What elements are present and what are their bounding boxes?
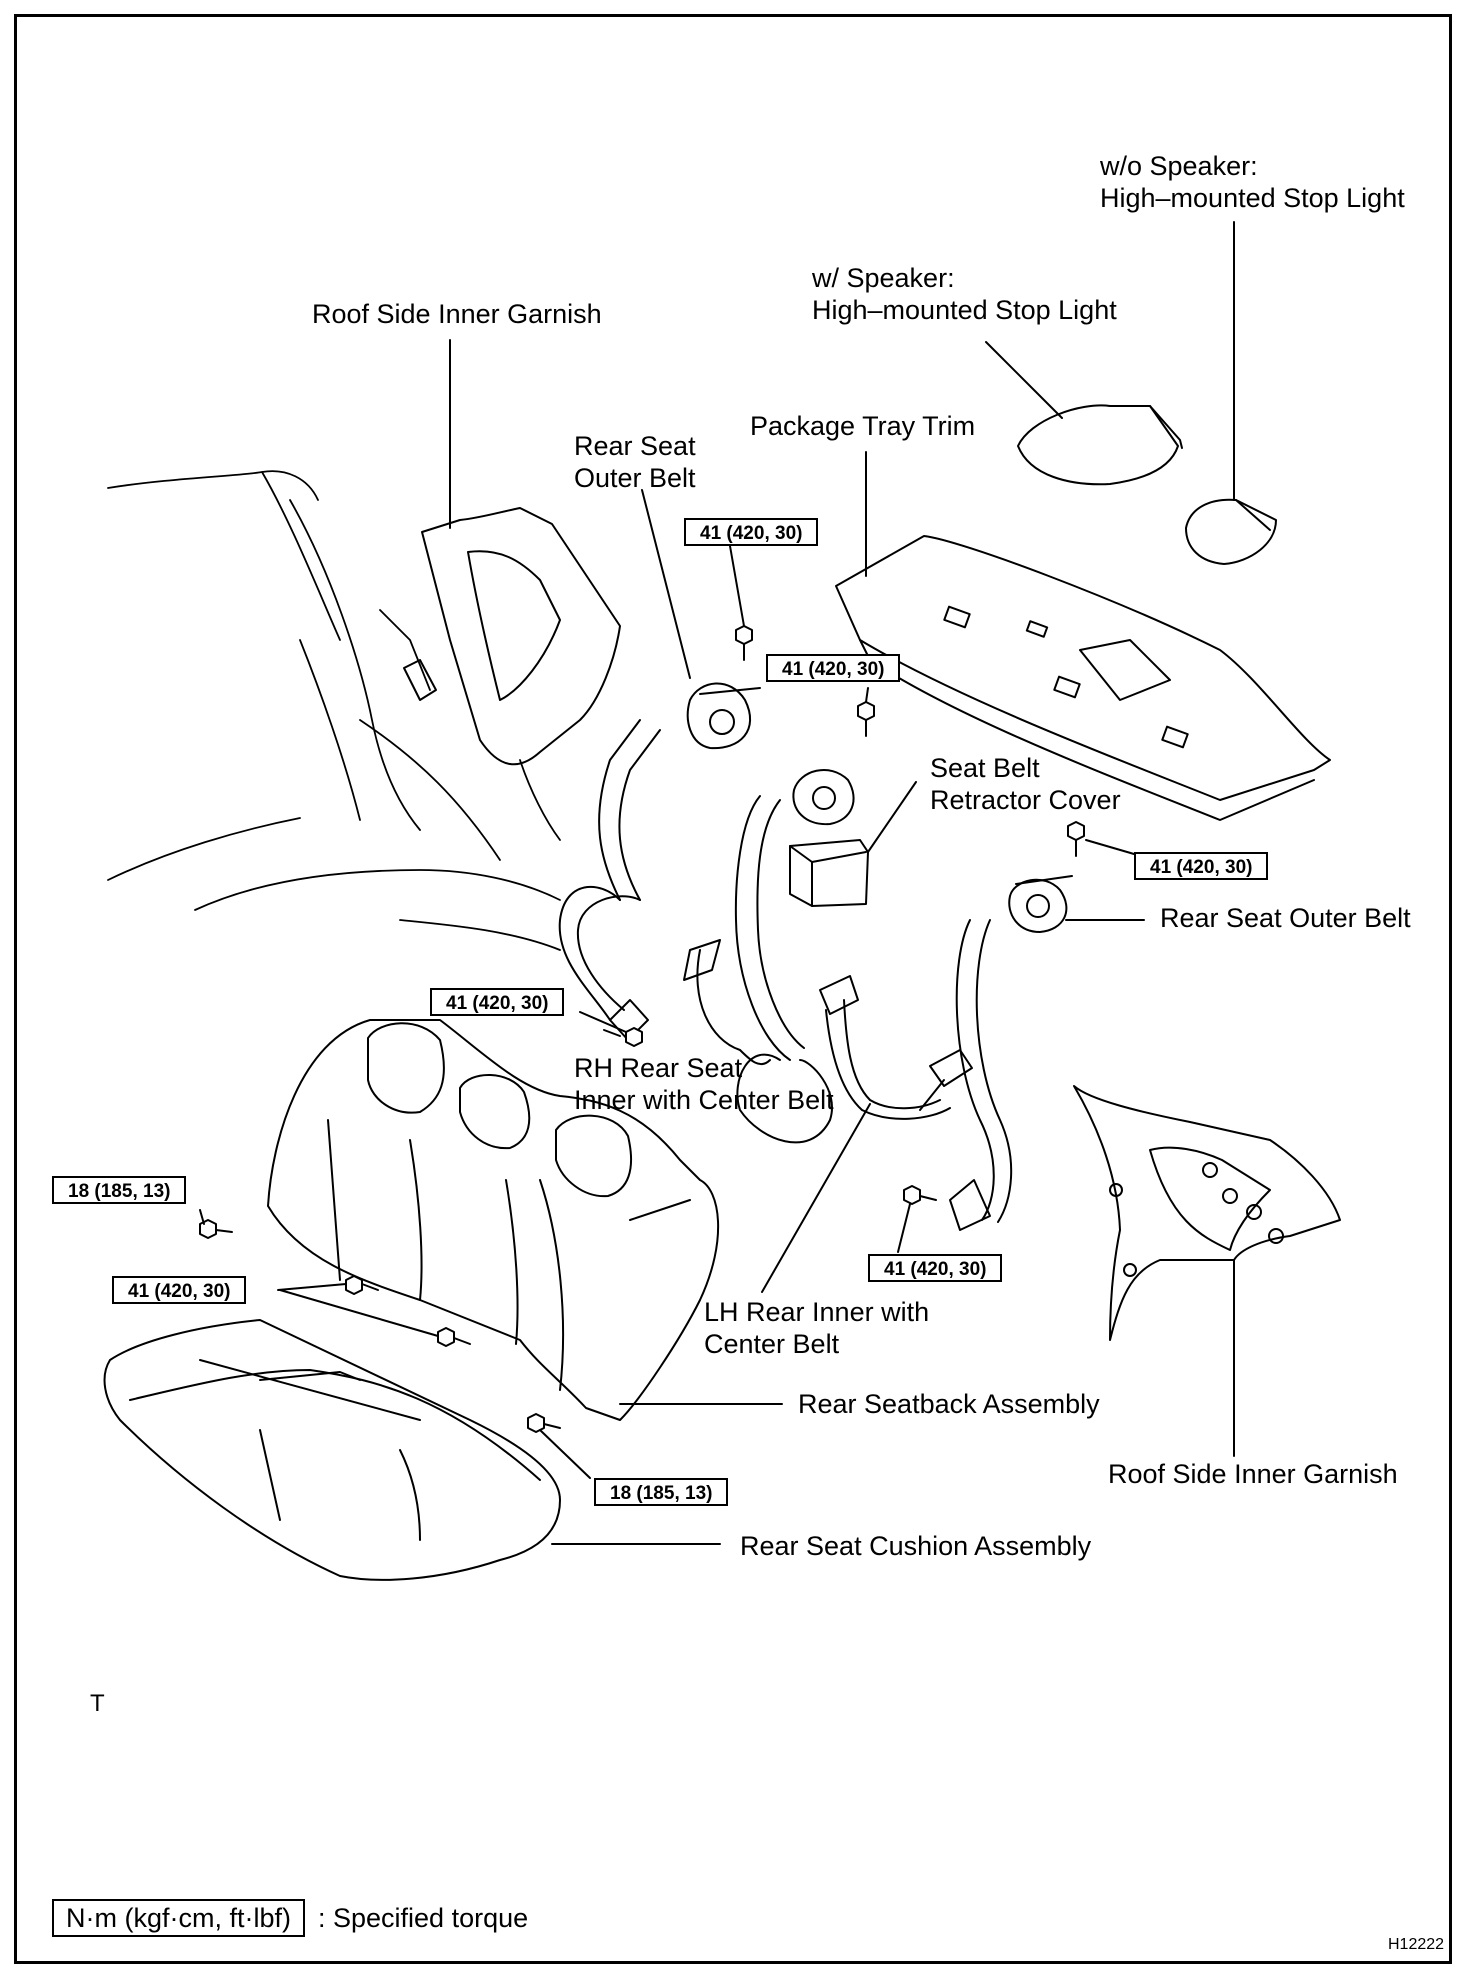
t-mark: T [90,1690,105,1717]
lh-inner-with-center-belt [819,975,973,1120]
label-rear-outer-belt-right: Rear Seat Outer Belt [1160,903,1411,933]
bolts [199,625,1085,1433]
stop-light-with-speaker [1017,404,1183,486]
package-tray-trim [835,535,1331,821]
torque-label: 41 (420, 30) [684,518,819,546]
roof-side-inner-garnish-left [403,507,621,766]
leader-lh-inner [761,1103,871,1293]
label-rh-inner-line2: Inner with Center Belt [574,1085,834,1115]
roof-side-inner-garnish-right [1073,1085,1341,1341]
torque-label: 18 (185, 13) [52,1176,187,1204]
label-package-tray: Package Tray Trim [750,411,976,441]
stop-light-without-speaker [1185,498,1277,565]
label-lh-inner-line1: LH Rear Inner with [704,1297,930,1327]
legend-unit-box: N·m (kgf·cm, ft·lbf) [52,1899,305,1937]
rear-seatback-assembly [267,1019,719,1421]
rh-inner-with-center-belt [683,769,855,1144]
label-w-speaker-line2: High–mounted Stop Light [812,295,1117,325]
label-seatback: Rear Seatback Assembly [798,1389,1100,1419]
lh-rear-seat-outer-belt [949,875,1073,1231]
label-wo-speaker-line1: w/o Speaker: [1100,151,1258,181]
torque-label: 41 (420, 30) [868,1254,1003,1282]
torque-leaders [199,545,1135,1479]
rh-rear-seat-outer-belt [558,682,761,1041]
vehicle-body-outline [107,470,561,951]
label-wo-speaker-line2: High–mounted Stop Light [1100,183,1405,213]
label-retractor-cover-line2: Retractor Cover [930,785,1121,815]
label-retractor-cover-line1: Seat Belt [930,753,1040,783]
leader-rear-outer-belt-left [641,489,691,679]
torque-label: 41 (420, 30) [430,988,565,1016]
seat-belt-retractor-cover [789,839,869,907]
label-roof-garnish-top: Roof Side Inner Garnish [312,299,602,329]
leader-retractor-cover [867,781,917,853]
torque-label: 41 (420, 30) [766,654,901,682]
legend-description: : Specified torque [318,1903,529,1933]
label-roof-garnish-bottom: Roof Side Inner Garnish [1108,1459,1398,1489]
label-lh-inner-line2: Center Belt [704,1329,840,1359]
rear-seat-cushion-assembly [103,1319,561,1581]
figure-id: H12222 [1388,1936,1445,1953]
label-rh-inner-line1: RH Rear Seat [574,1053,743,1083]
label-w-speaker-line1: w/ Speaker: [812,263,955,293]
torque-label: 18 (185, 13) [594,1478,729,1506]
leader-w-speaker [985,341,1063,419]
label-rear-outer-belt-left-line1: Rear Seat [574,431,696,461]
diagram-frame [14,14,1452,1964]
torque-label: 41 (420, 30) [1134,852,1269,880]
torque-label: 41 (420, 30) [112,1276,247,1304]
label-rear-outer-belt-left-line2: Outer Belt [574,463,696,493]
label-cushion: Rear Seat Cushion Assembly [740,1531,1092,1561]
